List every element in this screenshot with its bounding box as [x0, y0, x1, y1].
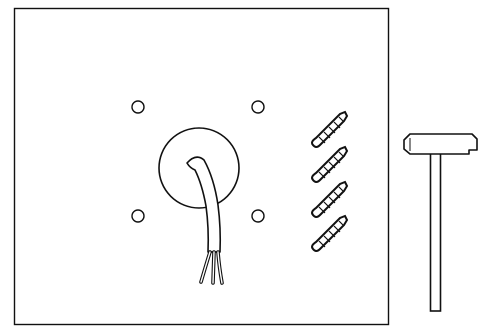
cable-wires: [199, 250, 224, 285]
mounting-hole-top-right: [251, 100, 265, 114]
cable: [186, 156, 224, 285]
mounting-hole-bottom-left: [131, 209, 145, 223]
hammer-handle: [429, 151, 442, 312]
mounting-hole-bottom-right: [251, 209, 265, 223]
hammer-head: [403, 133, 478, 155]
hammer-icon: [403, 133, 478, 312]
mounting-hole-top-left: [131, 100, 145, 114]
